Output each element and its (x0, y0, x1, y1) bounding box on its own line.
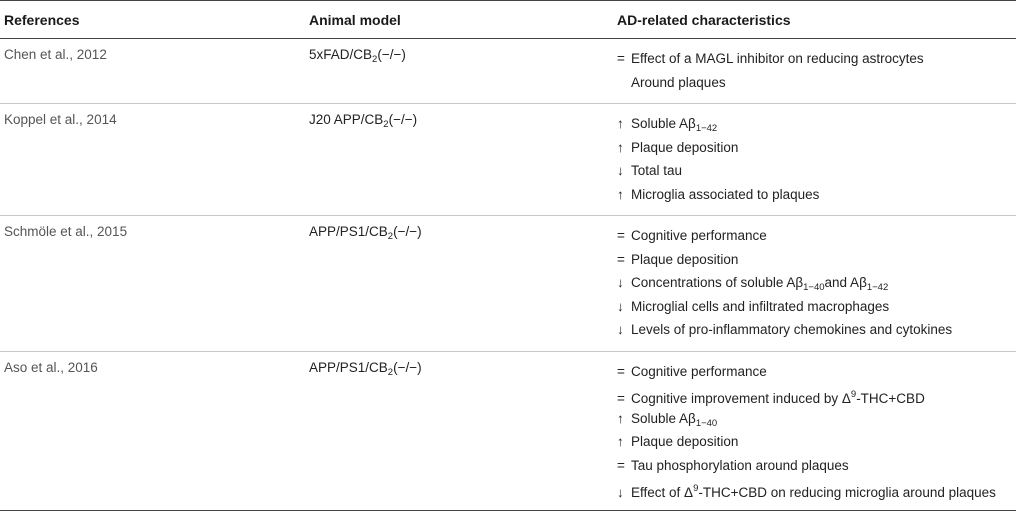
characteristic-text: Soluble Aβ (631, 116, 696, 131)
superscript: 9 (850, 389, 857, 400)
characteristic-text: Cognitive improvement induced by Δ (631, 391, 851, 406)
characteristic-line: = Plaque deposition (617, 248, 1016, 272)
change-symbol: ↓ (617, 322, 624, 337)
change-symbol: ↓ (617, 485, 624, 500)
characteristic-line: ↓ Microglial cells and infiltrated macrop… (617, 295, 1016, 319)
model-genotype: (−/−) (393, 359, 422, 375)
characteristic-text: Tau phosphorylation around plaques (631, 457, 849, 473)
reference-cell: Aso et al., 2016 (4, 359, 98, 375)
characteristics-cell: ↑ Soluble Aβ1−42 ↑ Plaque deposition ↓ Total … (615, 104, 1016, 216)
change-symbol: ↓ (617, 298, 624, 314)
animal-model-cell: APP/PS1/CB2(−/−) (305, 351, 615, 510)
characteristic-text: Cognitive performance (631, 228, 767, 243)
characteristic-text: Levels of pro-inflammatory chemokines an… (631, 322, 953, 337)
characteristic-text: Around plaques (631, 74, 726, 90)
model-genotype: (−/−) (377, 47, 406, 62)
characteristic-line: ↓ Concentrations of soluble Aβ1−40and Aβ1… (617, 271, 1016, 295)
change-symbol: = (617, 51, 625, 66)
animal-model-cell: APP/PS1/CB2(−/−) (305, 216, 615, 352)
characteristic-text: Soluble Aβ (631, 410, 696, 426)
characteristic-text: Microglial cells and infiltrated macroph… (631, 298, 890, 314)
model-name: APP/PS1/CB (309, 359, 388, 375)
characteristic-line: ↓ Levels of pro-inflammatory chemokines a… (617, 318, 1016, 342)
characteristic-text: Effect of Δ (631, 485, 694, 500)
characteristics-cell: = Cognitive performance = Plaque deposition… (615, 216, 1016, 352)
characteristic-text: Cognitive performance (631, 363, 767, 379)
characteristic-line: ↓ Total tau (617, 159, 1016, 183)
change-symbol: = (617, 363, 625, 379)
header-ad-characteristics: AD-related characteristics (615, 0, 1016, 39)
header-row: References Animal model AD-related chara… (0, 0, 1016, 39)
superscript: 9 (693, 483, 699, 494)
subscript: 1−42 (866, 282, 889, 293)
characteristic-line: ↑ Plaque deposition (617, 430, 1016, 454)
animal-model-cell: J20 APP/CB2(−/−) (305, 104, 615, 216)
characteristic-text-continued: and Aβ (824, 275, 867, 290)
change-symbol: ↑ (617, 139, 624, 155)
characteristic-text: Plaque deposition (631, 251, 739, 267)
characteristic-line: ↓ Effect of Δ9-THC+CBD on reducing microg… (617, 477, 1016, 501)
change-symbol: ↑ (617, 186, 624, 202)
change-symbol: ↑ (617, 410, 624, 426)
reference-cell: Chen et al., 2012 (4, 47, 107, 62)
reference-cell: Koppel et al., 2014 (4, 112, 117, 127)
characteristic-text: Microglia associated to plaques (631, 186, 820, 202)
characteristic-text-continued: -THC+CBD on reducing microglia around pl… (698, 485, 996, 500)
characteristic-line: = Cognitive performance (617, 224, 1016, 248)
subscript: 1−40 (803, 282, 825, 293)
characteristic-line: Around plaques (617, 71, 1016, 95)
model-name: APP/PS1/CB (309, 224, 388, 239)
model-genotype: (−/−) (393, 224, 422, 239)
characteristic-line: ↑ Soluble Aβ1−42 (617, 112, 1016, 136)
subscript: 1−42 (695, 123, 718, 134)
characteristic-line: = Cognitive improvement induced by Δ9-THC… (617, 383, 1016, 407)
characteristic-text-continued: -THC+CBD (856, 391, 925, 406)
change-symbol: ↓ (617, 275, 624, 290)
characteristic-line: = Cognitive performance (617, 360, 1016, 384)
model-subscript: 2 (383, 119, 389, 130)
change-symbol: = (617, 391, 625, 406)
model-subscript: 2 (387, 366, 394, 378)
characteristic-line: ↑ Plaque deposition (617, 136, 1016, 160)
characteristic-text: Plaque deposition (631, 139, 739, 155)
characteristic-line: = Tau phosphorylation around plaques (617, 454, 1016, 478)
animal-model-cell: 5xFAD/CB2(−/−) (305, 39, 615, 104)
characteristic-line: ↑ Microglia associated to plaques (617, 183, 1016, 207)
model-name: 5xFAD/CB (309, 47, 373, 62)
header-animal-model: Animal model (305, 0, 615, 39)
characteristic-text: Concentrations of soluble Aβ (631, 275, 804, 290)
change-symbol: ↑ (617, 434, 624, 449)
reference-cell: Schmöle et al., 2015 (4, 224, 128, 239)
characteristic-line: = Effect of a MAGL inhibitor on reducing … (617, 47, 1016, 71)
characteristics-cell: = Effect of a MAGL inhibitor on reducing … (615, 39, 1016, 104)
model-subscript: 2 (372, 54, 378, 65)
characteristic-text: Total tau (631, 163, 683, 178)
subscript: 1−40 (695, 417, 718, 429)
model-genotype: (−/−) (388, 112, 418, 127)
characteristic-line: ↑ Soluble Aβ1−40 (617, 407, 1016, 431)
header-references: References (0, 0, 305, 39)
model-name: J20 APP/CB (309, 112, 384, 127)
change-symbol: = (617, 457, 625, 473)
characteristic-text: Plaque deposition (631, 434, 739, 449)
change-symbol: = (617, 228, 625, 243)
model-subscript: 2 (387, 231, 394, 242)
change-symbol: ↑ (617, 116, 624, 131)
characteristic-text: Effect of a MAGL inhibitor on reducing a… (631, 51, 924, 66)
change-symbol: = (617, 251, 625, 267)
change-symbol: ↓ (617, 163, 624, 178)
characteristics-cell: = Cognitive performance = Cognitive improve… (615, 351, 1016, 510)
